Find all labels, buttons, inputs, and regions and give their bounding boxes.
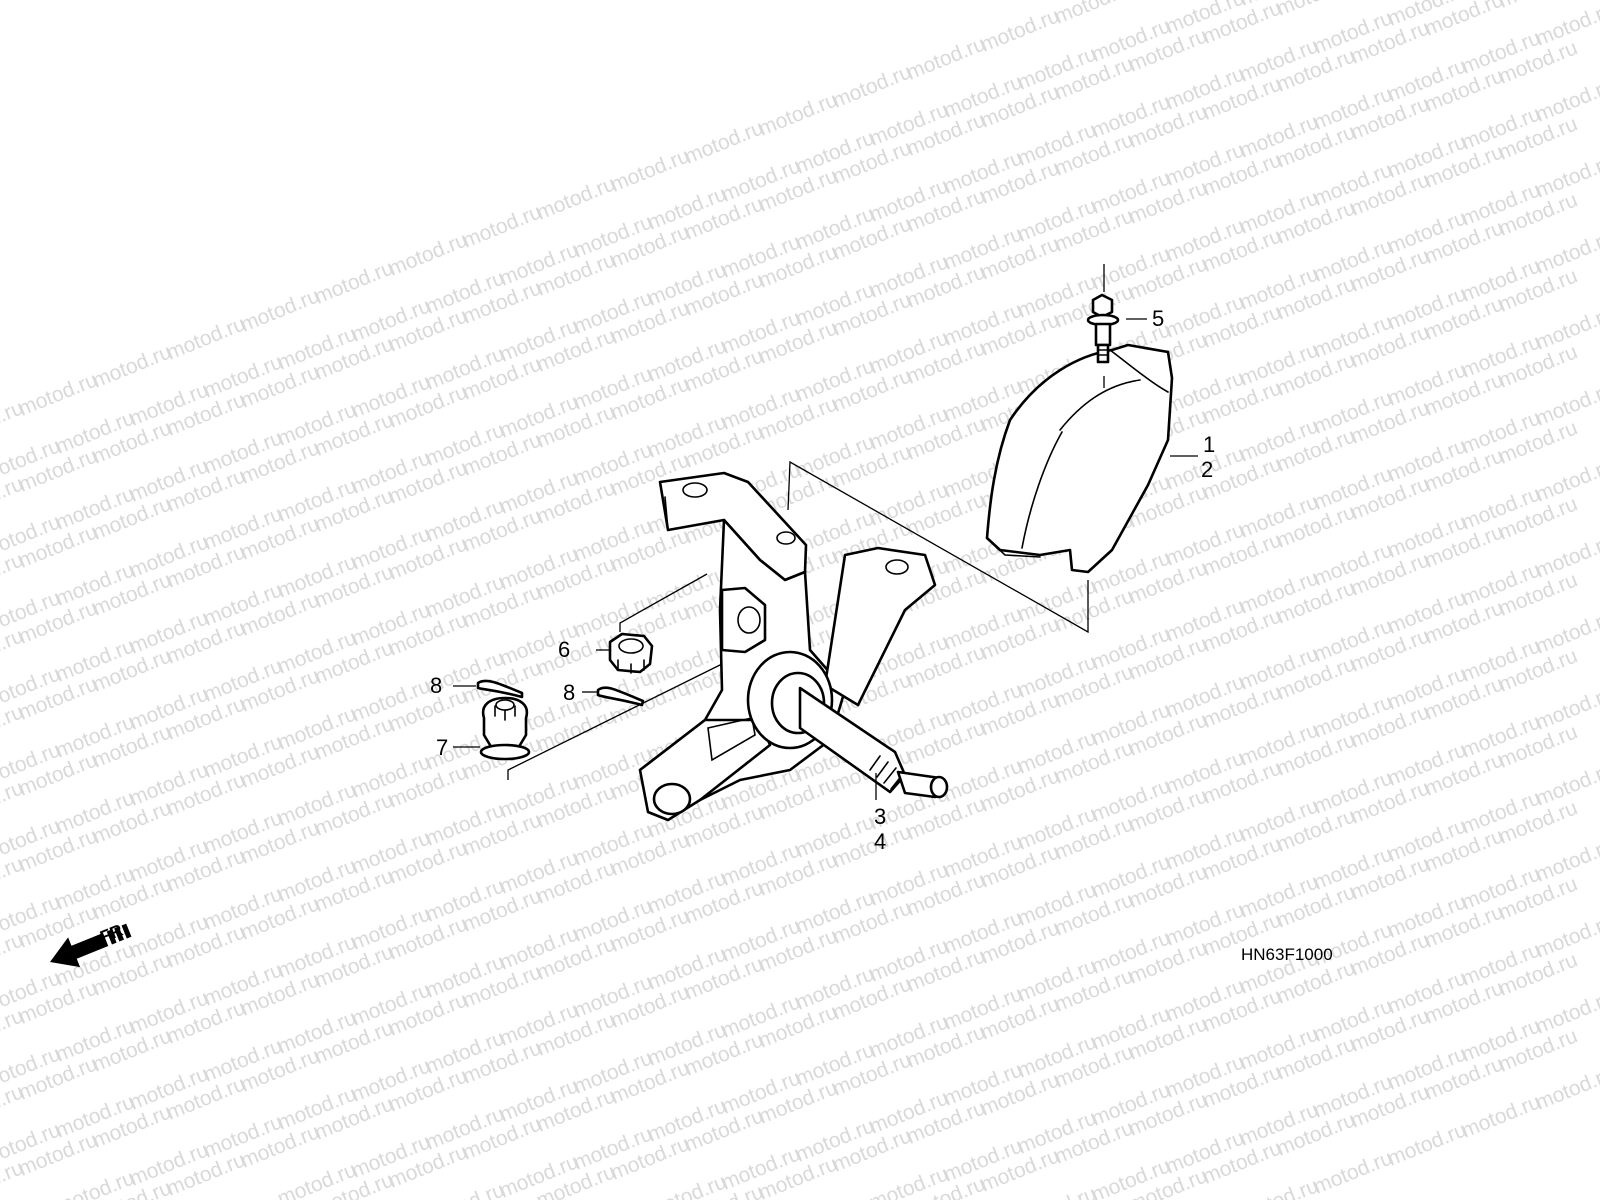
cotter-pin-upper xyxy=(476,679,524,699)
front-direction-indicator: FR. xyxy=(50,919,132,968)
watermark-text: motod.ru xyxy=(1458,1090,1543,1142)
watermark-text: motod.ru xyxy=(1310,1146,1395,1198)
watermark-text: motod.ru xyxy=(1125,0,1210,1)
watermark-text: motod.ru xyxy=(1236,1174,1321,1200)
watermark-text: motod.ru xyxy=(89,340,174,392)
watermark-text: motod.ru xyxy=(644,1170,729,1200)
callout-3: 3 xyxy=(874,804,886,829)
watermark-text: motod.ru xyxy=(755,88,840,140)
watermark-text: motod.ru xyxy=(903,32,988,84)
watermark-text: motod.ru xyxy=(1014,1182,1099,1200)
knuckle-cover xyxy=(985,343,1174,574)
watermark-text: motod.ru xyxy=(1532,1062,1600,1114)
flange-bolt xyxy=(1086,293,1120,364)
callout-5: 5 xyxy=(1152,306,1164,331)
watermark-text: motod.ru xyxy=(1273,0,1358,21)
cotter-pin-lower xyxy=(596,686,645,707)
watermark-text: motod.ru xyxy=(15,368,100,420)
callout-4: 4 xyxy=(874,829,886,854)
watermark-text: motod.ru xyxy=(533,172,618,224)
watermark-text: motod.ru xyxy=(311,256,396,308)
watermark-text: motod.ru xyxy=(422,1178,507,1200)
drawing-code: HN63F1000 xyxy=(1241,945,1333,964)
callout-1: 1 xyxy=(1203,432,1215,457)
watermark-text: motod.ru xyxy=(385,228,470,280)
watermark-text: motod.ru xyxy=(977,4,1062,56)
castle-nut-large xyxy=(479,696,531,761)
watermark-text: motod.ru xyxy=(459,200,544,252)
callout-2: 2 xyxy=(1201,457,1213,482)
watermark-text: motod.ru xyxy=(607,144,692,196)
callout-8-upper: 8 xyxy=(430,673,442,698)
watermark-text: motod.ru xyxy=(1384,1118,1469,1170)
watermark-text: motod.ru xyxy=(1051,0,1136,29)
castle-nut-small xyxy=(608,632,654,674)
watermark-text: motod.ru xyxy=(681,116,766,168)
watermark-text: motod.ru xyxy=(163,312,248,364)
callout-7: 7 xyxy=(436,735,448,760)
callout-6: 6 xyxy=(558,637,570,662)
watermark-text: motod.ru xyxy=(1495,0,1580,13)
watermark-text: motod.ru xyxy=(829,60,914,112)
callout-8-lower: 8 xyxy=(563,680,575,705)
steering-knuckle xyxy=(638,471,949,822)
watermark-text: motod.ru xyxy=(237,284,322,336)
leader-lines xyxy=(453,264,1198,800)
arrow-icon xyxy=(50,923,132,968)
